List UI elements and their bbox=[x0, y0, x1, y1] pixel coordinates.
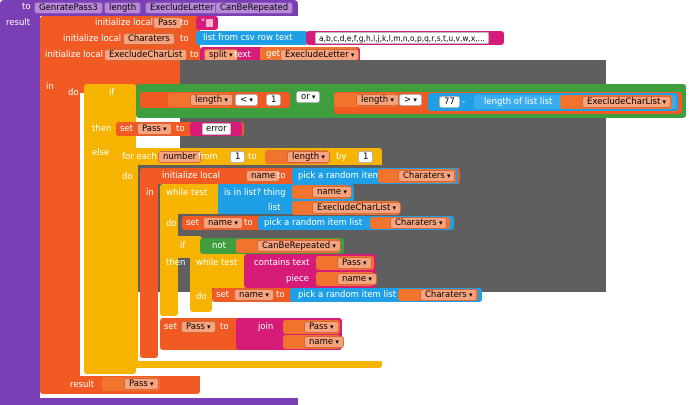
init-local-label-4: initialize local bbox=[162, 171, 220, 181]
charaters-dropdown-3[interactable]: Charaters bbox=[420, 289, 478, 301]
to-label-6: to bbox=[277, 171, 286, 181]
from-label: from bbox=[198, 152, 218, 162]
list-label-1: list bbox=[268, 203, 281, 213]
do-label: do bbox=[68, 88, 79, 98]
for-each-label: for each bbox=[122, 152, 157, 162]
do-label-3: do bbox=[166, 219, 177, 229]
else-label: else bbox=[92, 148, 110, 158]
init-local-label-2: initialize local bbox=[63, 34, 121, 44]
var-excl-list-decl[interactable]: ExecludeCharList bbox=[104, 49, 188, 61]
to-keyword: to bbox=[22, 2, 31, 12]
list-from-csv-block[interactable] bbox=[196, 31, 308, 45]
to-label-4: to bbox=[176, 124, 185, 134]
get-label-1: get bbox=[266, 49, 280, 59]
if-label: if bbox=[109, 88, 115, 98]
pass-dropdown-2[interactable]: Pass bbox=[337, 257, 372, 269]
param-canberepeated[interactable]: CanBeRepeated bbox=[215, 2, 294, 14]
pass-dropdown-4[interactable]: Pass bbox=[304, 321, 339, 333]
procedure-name[interactable]: GenratePass3 bbox=[34, 2, 103, 14]
if-filler bbox=[96, 136, 110, 148]
contains-text-label: contains text bbox=[254, 258, 310, 268]
param-length[interactable]: length bbox=[104, 2, 142, 14]
piece-label: piece bbox=[286, 274, 309, 284]
set-label-3: set bbox=[216, 290, 229, 300]
list-from-csv-label: list from csv row text bbox=[203, 33, 293, 43]
length-of-list-label: length of list list bbox=[484, 97, 553, 107]
init-local-label-3: initialize local bbox=[45, 50, 103, 60]
not-label: not bbox=[212, 241, 226, 251]
do-block[interactable] bbox=[58, 80, 80, 380]
is-in-list-label: is in list? thing bbox=[224, 188, 286, 198]
name-dropdown-4[interactable]: name bbox=[234, 289, 274, 301]
to-label-9: to bbox=[220, 322, 229, 332]
then-label: then bbox=[92, 124, 112, 134]
quote-mark: " bbox=[201, 18, 205, 28]
number-1-c[interactable]: 1 bbox=[358, 151, 374, 163]
lt-operator-dropdown[interactable]: < bbox=[235, 94, 258, 106]
gt-operator-dropdown[interactable]: > bbox=[399, 94, 422, 106]
init-name-block[interactable] bbox=[140, 168, 158, 358]
charaters-dropdown-1[interactable]: Charaters bbox=[398, 170, 456, 182]
charaters-dropdown-2[interactable]: Charaters bbox=[390, 217, 448, 229]
then-label-2: then bbox=[166, 258, 186, 268]
pass-dropdown-1[interactable]: Pass bbox=[137, 123, 172, 135]
or-operator-dropdown[interactable]: or bbox=[296, 91, 321, 103]
to-label-8: to bbox=[276, 290, 285, 300]
name-dropdown-1[interactable]: name bbox=[312, 186, 352, 198]
pass-dropdown-3[interactable]: Pass bbox=[181, 321, 216, 333]
number-var[interactable]: number bbox=[158, 151, 202, 163]
number-1-b[interactable]: 1 bbox=[230, 151, 246, 163]
result-label-2: result bbox=[70, 380, 95, 390]
while-header-2[interactable] bbox=[190, 254, 250, 288]
set-label-1: set bbox=[120, 124, 133, 134]
excl-list-dropdown-1[interactable]: ExecludeCharList bbox=[582, 96, 672, 108]
text-error-value[interactable]: error bbox=[202, 123, 231, 135]
param-execludeletter[interactable]: ExecludeLetter bbox=[145, 2, 219, 14]
to-label-3: to bbox=[190, 50, 199, 60]
var-pass-decl[interactable]: Pass bbox=[153, 17, 182, 29]
to-label-7: to bbox=[244, 218, 253, 228]
init-local-label-1: initialize local bbox=[95, 18, 153, 28]
name-dropdown-5[interactable]: name bbox=[304, 336, 344, 348]
length-dropdown-3[interactable]: length bbox=[287, 151, 330, 163]
set-label-2: set bbox=[186, 218, 199, 228]
csv-text-value[interactable]: a,b,c,d,e,f,g,h,i,j,k,l,m,n,o,p,q,r,s,t,… bbox=[315, 32, 489, 44]
empty-text-value[interactable] bbox=[206, 19, 213, 27]
pick-random-label-1: pick a random item list bbox=[298, 171, 397, 181]
do-label-2: do bbox=[122, 172, 133, 182]
in-label-2: in bbox=[146, 188, 154, 198]
to-label-2: to bbox=[180, 34, 189, 44]
to-label-5: to bbox=[248, 152, 257, 162]
pass-dropdown-5[interactable]: Pass bbox=[124, 378, 159, 390]
procedure-bottom bbox=[0, 398, 298, 405]
pick-random-label-2: pick a random item list bbox=[264, 218, 363, 228]
excl-list-dropdown-2[interactable]: ExecludeCharList bbox=[312, 202, 402, 214]
number-1-a[interactable]: 1 bbox=[266, 94, 282, 106]
while-header[interactable] bbox=[160, 184, 220, 214]
in-label: in bbox=[46, 82, 54, 92]
result-label: result bbox=[6, 18, 31, 28]
pick-random-label-3: pick a random item list bbox=[298, 290, 397, 300]
split-text-label: text bbox=[234, 50, 251, 60]
number-77[interactable]: 77 bbox=[439, 96, 460, 108]
canberepeated-dropdown[interactable]: CanBeRepeated bbox=[257, 240, 341, 252]
set-label-4: set bbox=[164, 322, 177, 332]
name-dropdown-3[interactable]: name bbox=[337, 273, 377, 285]
while-test-label-1: while test bbox=[166, 188, 208, 198]
while-test-label-2: while test bbox=[196, 258, 238, 268]
if-label-2: if bbox=[180, 241, 186, 251]
minus-label: - bbox=[462, 97, 466, 107]
var-charaters-decl[interactable]: Charaters bbox=[123, 33, 175, 45]
do-label-4: do bbox=[196, 292, 207, 302]
length-dropdown-2[interactable]: length bbox=[356, 94, 399, 106]
var-name-decl[interactable]: name bbox=[246, 170, 281, 182]
join-label: join bbox=[258, 322, 274, 332]
by-label: by bbox=[336, 152, 347, 162]
name-dropdown-2[interactable]: name bbox=[203, 217, 243, 229]
if-not-header[interactable] bbox=[160, 236, 202, 258]
to-label-1: to bbox=[180, 18, 189, 28]
length-dropdown-1[interactable]: length bbox=[190, 94, 233, 106]
